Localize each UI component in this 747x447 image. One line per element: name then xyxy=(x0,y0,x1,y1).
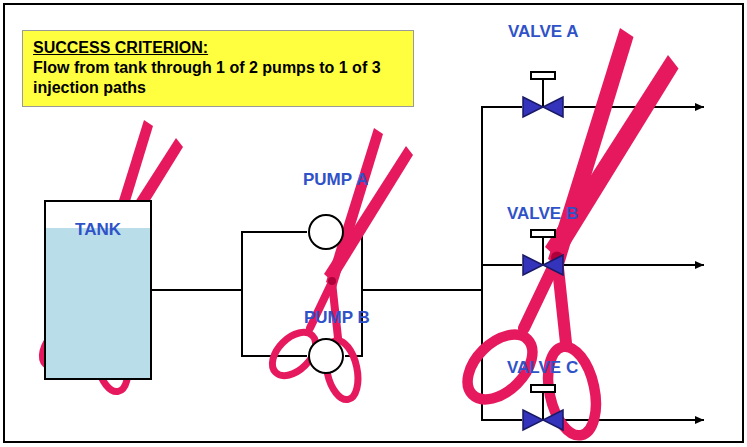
pipe-line xyxy=(345,232,522,290)
pipe-line xyxy=(345,232,522,420)
valve-node: VALVE A xyxy=(508,22,579,42)
valve-node: VALVE C xyxy=(507,358,578,378)
valve-symbol xyxy=(522,229,564,301)
valve-symbol xyxy=(522,384,564,447)
valve-label: VALVE B xyxy=(507,204,578,224)
pump-node: PUMP A xyxy=(303,170,368,190)
criterion-box: SUCCESS CRITERION:Flow from tank through… xyxy=(22,30,414,107)
criterion-heading: SUCCESS CRITERION: xyxy=(33,38,403,58)
pipe-line xyxy=(345,107,522,290)
scissors-icon xyxy=(264,128,413,402)
scissors-icon xyxy=(455,28,678,440)
valve-label: VALVE C xyxy=(507,358,578,378)
valve-node: VALVE B xyxy=(507,204,578,224)
pipe-line xyxy=(152,232,307,290)
pump-label: PUMP A xyxy=(303,170,368,190)
outlet-arrow xyxy=(564,106,704,108)
tank-label: TANK xyxy=(46,220,150,240)
outlet-arrow xyxy=(564,264,704,266)
pump-node: PUMP B xyxy=(304,308,370,328)
pump-symbol xyxy=(307,337,345,375)
tank-box: TANK xyxy=(44,200,152,380)
outlet-arrow xyxy=(564,419,704,421)
pump-symbol xyxy=(307,213,345,251)
criterion-text: Flow from tank through 1 of 2 pumps to 1… xyxy=(33,58,403,98)
valve-symbol xyxy=(522,71,564,143)
valve-label: VALVE A xyxy=(508,22,579,42)
scissors-icon xyxy=(34,120,183,394)
outer-border xyxy=(4,4,743,442)
pump-label: PUMP B xyxy=(304,308,370,328)
